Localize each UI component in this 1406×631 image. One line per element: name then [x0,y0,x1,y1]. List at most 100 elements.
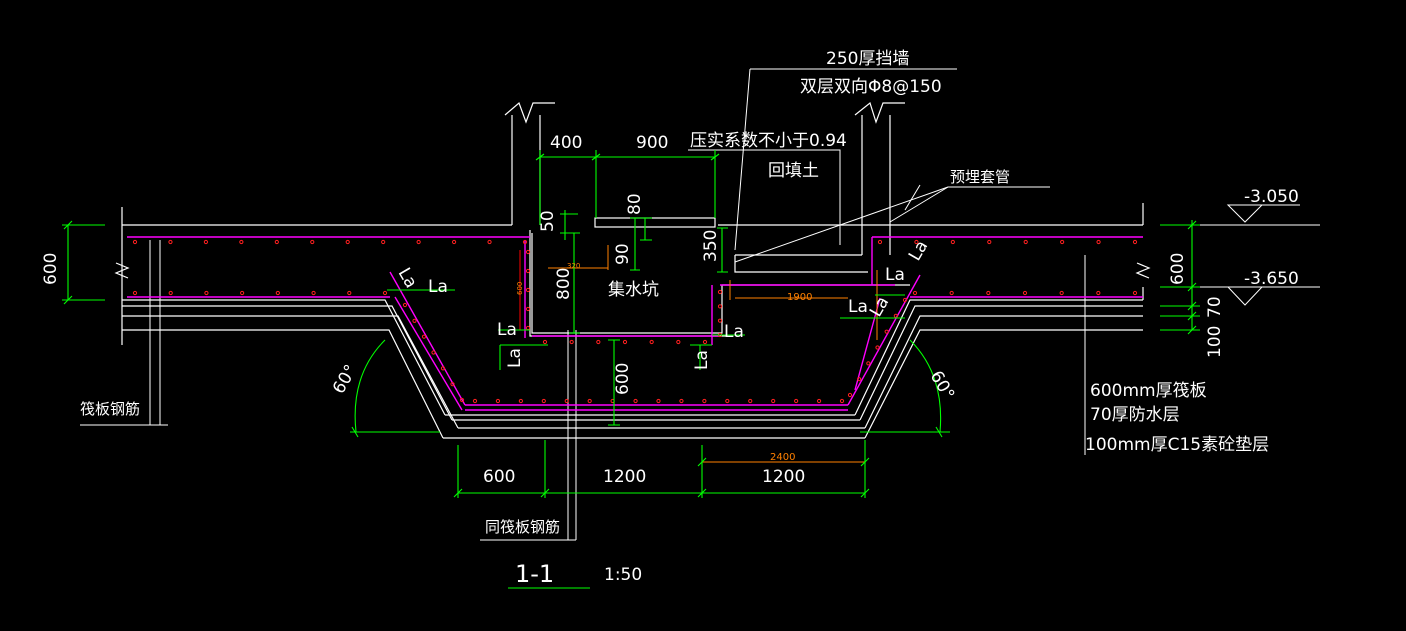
la-label-2: La [394,265,421,292]
rebar-dot [717,304,723,309]
rebar-dot [596,339,601,345]
la-label-8: La [885,265,905,285]
rebar-dot [717,318,723,323]
rebar-dot [847,392,853,398]
rebar-dot [866,361,871,366]
rebar-dot [875,345,880,350]
dim-80: 80 [625,193,645,215]
spec-raft-label: 600mm厚筏板 [1090,381,1207,401]
dim-600-right: 600 [1168,253,1188,285]
rebar-dot [816,398,822,404]
dim-600-bottom: 600 [483,467,515,487]
rebar-dot [986,290,991,296]
rebar-dot [239,239,244,245]
rebar-dot [525,325,531,331]
dim-800: 800 [554,268,574,300]
rebar-dot [381,239,386,245]
rebar-dot [525,249,531,255]
rebar-dot [431,350,436,355]
rebar-dot [857,377,862,382]
rebar-dot [240,290,245,296]
dim-600-mid: 600 [613,363,633,395]
rebar-dot [893,313,898,318]
rebar-dot [950,239,955,245]
wall-rebar-label: 双层双向Φ8@150 [800,77,942,97]
rebar-dot [569,339,574,345]
dim-600-small: 600 [516,282,524,295]
rebar-dot [525,287,531,293]
wall-thickness-label: 250厚挡墙 [826,49,909,69]
rebar-dot [771,398,776,404]
rebar-dot [382,290,388,296]
rebar-dot [884,329,889,334]
angle-right: 60° [926,368,958,404]
rebar-dot [275,290,280,296]
rebar-dot [416,239,421,245]
rebar-dot [1022,290,1028,296]
rebar-dot [902,297,908,303]
dim-1200-b: 1200 [762,467,805,487]
la-label-6: La [692,350,712,370]
rebar-dot [487,239,492,245]
rebar-dot [518,398,523,404]
pit-label: 集水坑 [608,280,659,300]
rebar-dot [725,398,730,404]
dimension-lines [62,150,1200,589]
same-rebar-label: 同筏板钢筋 [485,518,560,536]
rebar-dot [132,290,138,296]
dim-2400: 2400 [770,452,795,463]
spec-cushion-label: 100mm厚C15素砼垫层 [1085,435,1269,455]
rebar-dot [347,290,352,296]
rebar-dot [542,339,548,345]
dim-400: 400 [550,133,582,153]
concrete-outline [80,68,1320,541]
rebar-dot [622,339,628,345]
dim-900: 900 [636,133,668,153]
angle-left: 60° [329,361,361,397]
dim-320: 320 [567,262,580,270]
rebar-dot [717,289,723,295]
rebar-dot [525,306,531,312]
dim-350: 350 [701,230,721,262]
rebar-dot [132,239,138,245]
rebar-dot [402,302,408,308]
rebar-dot [345,239,350,245]
rebar-dot [633,398,638,404]
dim-100: 100 [1205,326,1225,358]
rebar-dot [912,290,918,296]
dim-1200-a: 1200 [603,467,646,487]
dim-70: 70 [1205,296,1225,318]
elevation-top: -3.050 [1244,187,1299,207]
rebar-dot [656,398,661,404]
la-label-3: La [497,320,517,340]
elevation-bottom: -3.650 [1244,269,1299,289]
rebar-dot [421,334,427,339]
rebar-dot [525,268,531,274]
rebar-dot [702,339,708,345]
rebar-dot [877,239,883,245]
scale-label: 1:50 [604,565,642,585]
rebar-dot [1096,290,1101,296]
rebar-dot [440,366,446,371]
backfill-label: 回填土 [768,161,819,181]
orange-details [519,245,878,463]
rebar-dot [1132,239,1138,245]
spec-waterproof-label: 70厚防水层 [1090,405,1180,425]
section-title: 1-1 [515,560,554,588]
dim-90: 90 [613,243,633,265]
rebar-dot [649,339,654,345]
la-label-1: La [428,277,448,297]
rebar-dot [949,290,954,296]
rebar-dot [459,397,465,403]
rebar-dots [132,239,1138,404]
dim-1900: 1900 [787,292,812,303]
raft-rebar-label: 筏板钢筋 [80,400,140,418]
rebar-dot [310,239,315,245]
rebar-dot [679,398,684,404]
rebar-dot [412,318,417,323]
dim-50: 50 [538,210,558,232]
rebar-dot [1060,239,1065,245]
la-label-5: La [724,322,744,342]
annotations: 250厚挡墙 双层双向Φ8@150 压实系数不小于0.94 回填土 预埋套管 集… [41,49,1299,588]
rebar-dot [1023,239,1028,245]
